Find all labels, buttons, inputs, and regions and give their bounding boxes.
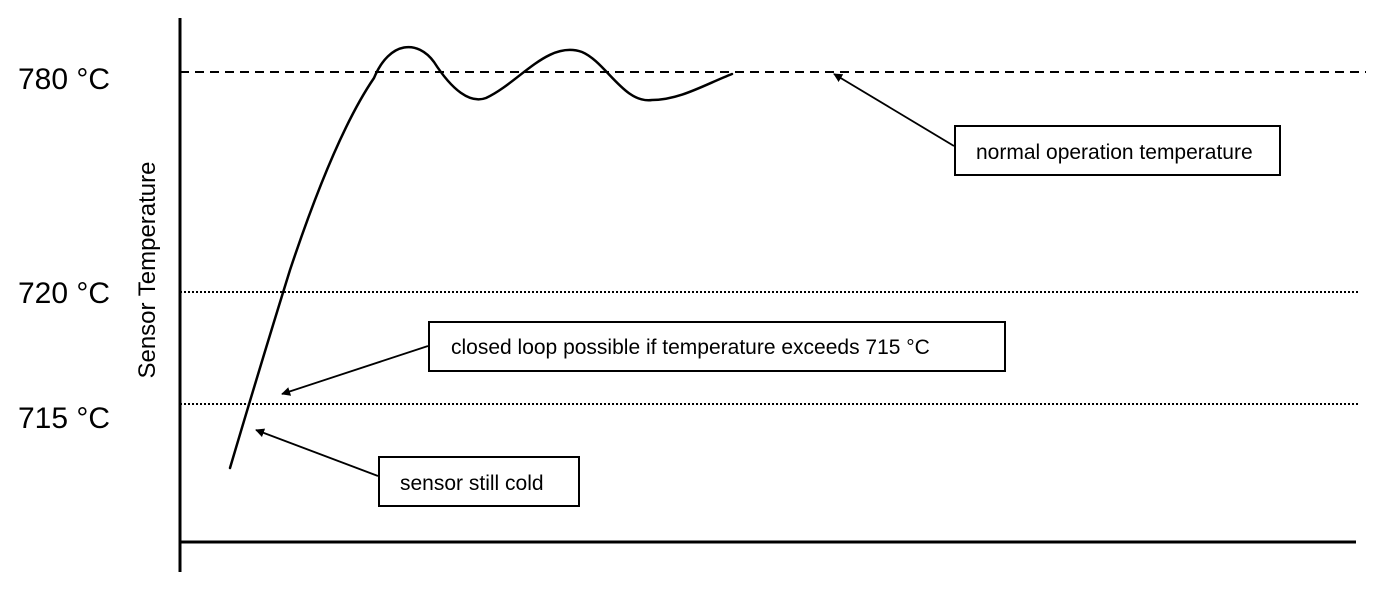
y-axis-label: Sensor Temperature [134,161,161,378]
closed-loop-callout: closed loop possible if temperature exce… [428,321,1006,372]
tick-label-720: 720 °C [18,277,110,310]
sensor-cold-arrow [255,428,379,477]
normal-operation-arrow [833,73,955,147]
closed-loop-arrow [281,345,429,396]
tick-label-780: 780 °C [18,63,110,96]
temperature-curve [228,45,734,470]
sensor-cold-label: sensor still cold [400,472,544,495]
normal-operation-label: normal operation temperature [976,141,1253,164]
tick-label-715: 715 °C [18,402,110,435]
normal-operation-callout: normal operation temperature [954,125,1281,176]
closed-loop-label: closed loop possible if temperature exce… [451,336,930,359]
sensor-cold-callout: sensor still cold [378,456,580,507]
